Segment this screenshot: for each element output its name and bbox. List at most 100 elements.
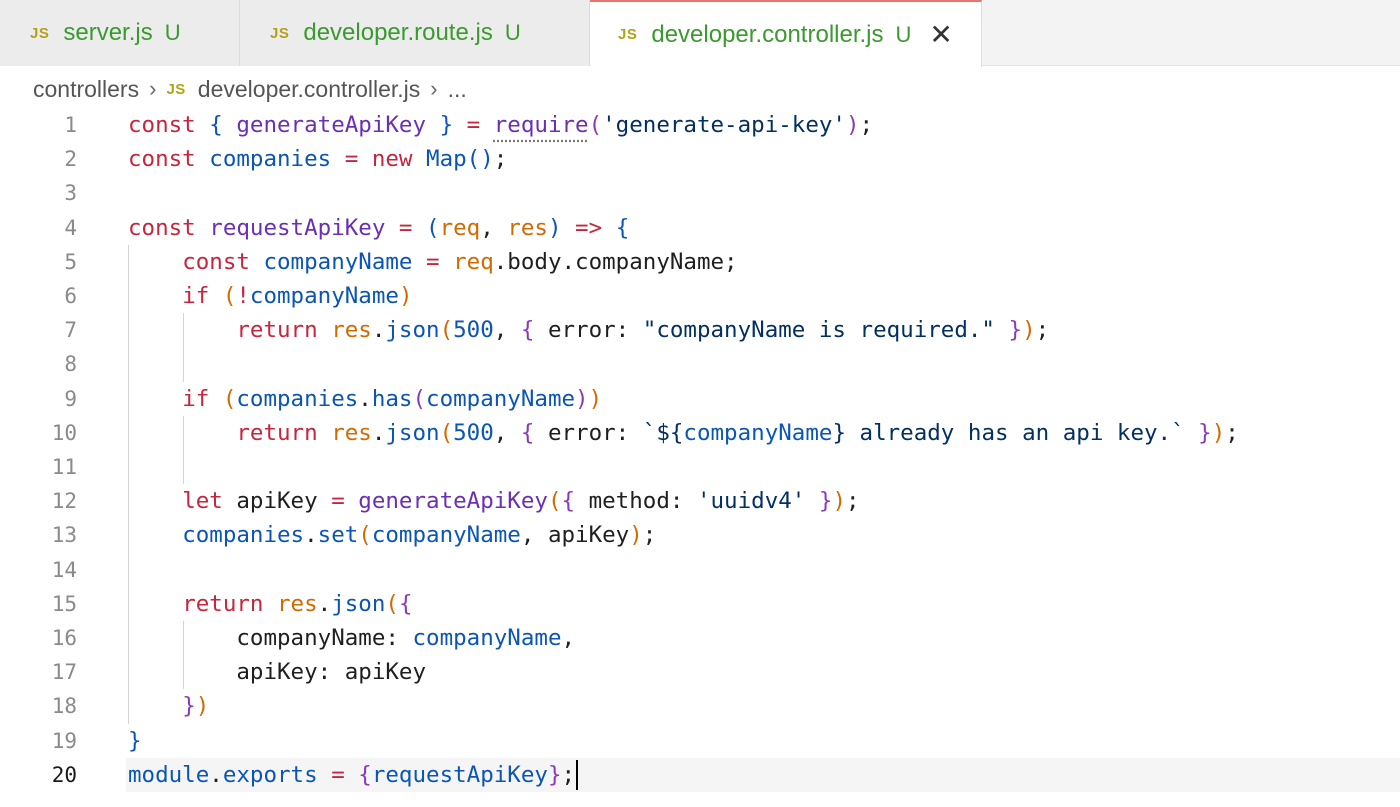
code-token <box>128 386 182 412</box>
code-token: , <box>493 419 521 446</box>
code-token: const <box>128 112 210 138</box>
tab-developer-controller-js[interactable]: JS developer.controller.js U ✕ <box>590 0 982 67</box>
code-token: 'generate-api-key' <box>602 112 846 138</box>
code-token: ( <box>588 112 603 138</box>
code-token: = <box>317 761 359 788</box>
code-token: . <box>304 522 318 549</box>
code-token: } <box>426 112 454 138</box>
code-line[interactable]: 12 let apiKey = generateApiKey({ method:… <box>0 484 1400 518</box>
breadcrumb-file[interactable]: developer.controller.js <box>197 75 421 102</box>
line-number: 14 <box>51 557 77 582</box>
line-number: 11 <box>51 455 77 479</box>
code-line[interactable]: 18 }) <box>0 689 1400 723</box>
code-token: res <box>507 214 548 241</box>
code-token: . <box>371 317 386 344</box>
code-token: ) <box>629 522 643 549</box>
code-token: ) <box>1022 317 1036 344</box>
code-token: ( <box>385 590 399 617</box>
code-token: new <box>371 146 427 173</box>
code-token: apiKey: apiKey <box>128 659 427 686</box>
code-token: companies <box>182 522 305 549</box>
code-text: apiKey: apiKey <box>128 655 426 689</box>
code-line[interactable]: 16 companyName: companyName, <box>0 621 1400 655</box>
code-line[interactable]: 19} <box>0 724 1400 758</box>
code-token: ( <box>222 283 237 309</box>
code-text: } <box>128 724 142 758</box>
code-text: companyName: companyName, <box>128 621 575 655</box>
code-line[interactable]: 11 <box>0 450 1400 484</box>
code-token: , <box>480 214 508 241</box>
code-token: ( <box>358 522 372 549</box>
code-token: = <box>331 146 372 173</box>
code-token: . <box>358 385 372 412</box>
code-token: } <box>805 488 833 515</box>
code-token <box>128 249 182 275</box>
code-token: } <box>128 727 142 754</box>
code-token: ; <box>642 522 657 549</box>
chevron-right-icon: › <box>430 76 438 101</box>
code-line[interactable]: 5 const companyName = req.body.companyNa… <box>0 245 1400 279</box>
current-line-highlight <box>126 757 1400 792</box>
code-token: , <box>561 625 576 651</box>
code-token: = <box>385 214 427 241</box>
line-number: 16 <box>51 626 77 650</box>
code-token: ( <box>412 385 427 412</box>
tab-developer-route-js[interactable]: JS developer.route.js U <box>240 0 590 66</box>
code-line[interactable]: 14 <box>0 553 1400 587</box>
tab-server-js[interactable]: JS server.js U <box>0 0 240 66</box>
code-token: apiKey <box>236 488 332 515</box>
code-token: requestApiKey <box>371 761 548 788</box>
code-token: res <box>331 317 372 344</box>
line-number: 2 <box>64 147 77 172</box>
line-number: 12 <box>51 489 77 514</box>
breadcrumb-folder[interactable]: controllers <box>33 75 140 102</box>
untracked-status-badge: U <box>164 20 181 45</box>
indent-guide <box>128 244 129 724</box>
code-token: ( <box>547 488 562 515</box>
line-number: 6 <box>64 284 77 308</box>
code-text: let apiKey = generateApiKey({ method: 'u… <box>128 484 859 518</box>
code-line[interactable]: 15 return res.json({ <box>0 587 1400 621</box>
code-line[interactable]: 7 return res.json(500, { error: "company… <box>0 313 1400 347</box>
code-token: let <box>182 488 237 515</box>
code-token: ! <box>236 283 250 309</box>
code-token: companies <box>209 146 332 173</box>
breadcrumb-symbol-ellipsis[interactable]: ... <box>447 75 467 102</box>
code-token: { <box>398 590 413 617</box>
code-line[interactable]: 3 <box>0 176 1400 210</box>
code-text: return res.json(500, { error: `${company… <box>128 416 1238 450</box>
close-tab-icon[interactable]: ✕ <box>929 18 953 50</box>
line-number: 4 <box>64 215 77 240</box>
line-number: 1 <box>64 113 77 137</box>
code-token: generateApiKey <box>236 112 427 138</box>
code-token: ; <box>493 146 508 173</box>
code-line[interactable]: 8 <box>0 347 1400 381</box>
code-token: ( <box>426 214 440 241</box>
code-line[interactable]: 9 if (companies.has(companyName)) <box>0 382 1400 416</box>
code-token: set <box>317 522 359 549</box>
code-line[interactable]: 13 companies.set(companyName, apiKey); <box>0 518 1400 552</box>
code-token: .body.companyName; <box>493 248 738 275</box>
code-line[interactable]: 6 if (!companyName) <box>0 279 1400 313</box>
code-token: . <box>209 761 223 788</box>
code-token: ) <box>575 385 589 412</box>
code-line[interactable]: 17 apiKey: apiKey <box>0 655 1400 689</box>
code-token: method: <box>588 488 697 515</box>
code-token <box>128 488 182 514</box>
code-token: ) <box>195 693 210 720</box>
line-number: 5 <box>64 249 77 274</box>
code-token: } <box>547 761 562 788</box>
code-text: companies.set(companyName, apiKey); <box>128 518 656 552</box>
code-token: ) <box>588 385 603 412</box>
code-token: ; <box>1035 317 1050 344</box>
code-token: ; <box>561 761 576 788</box>
code-token: ) <box>832 488 846 515</box>
tab-label: developer.controller.js <box>651 20 884 48</box>
code-line[interactable]: 10 return res.json(500, { error: `${comp… <box>0 416 1400 450</box>
code-token: `${ <box>642 419 684 446</box>
